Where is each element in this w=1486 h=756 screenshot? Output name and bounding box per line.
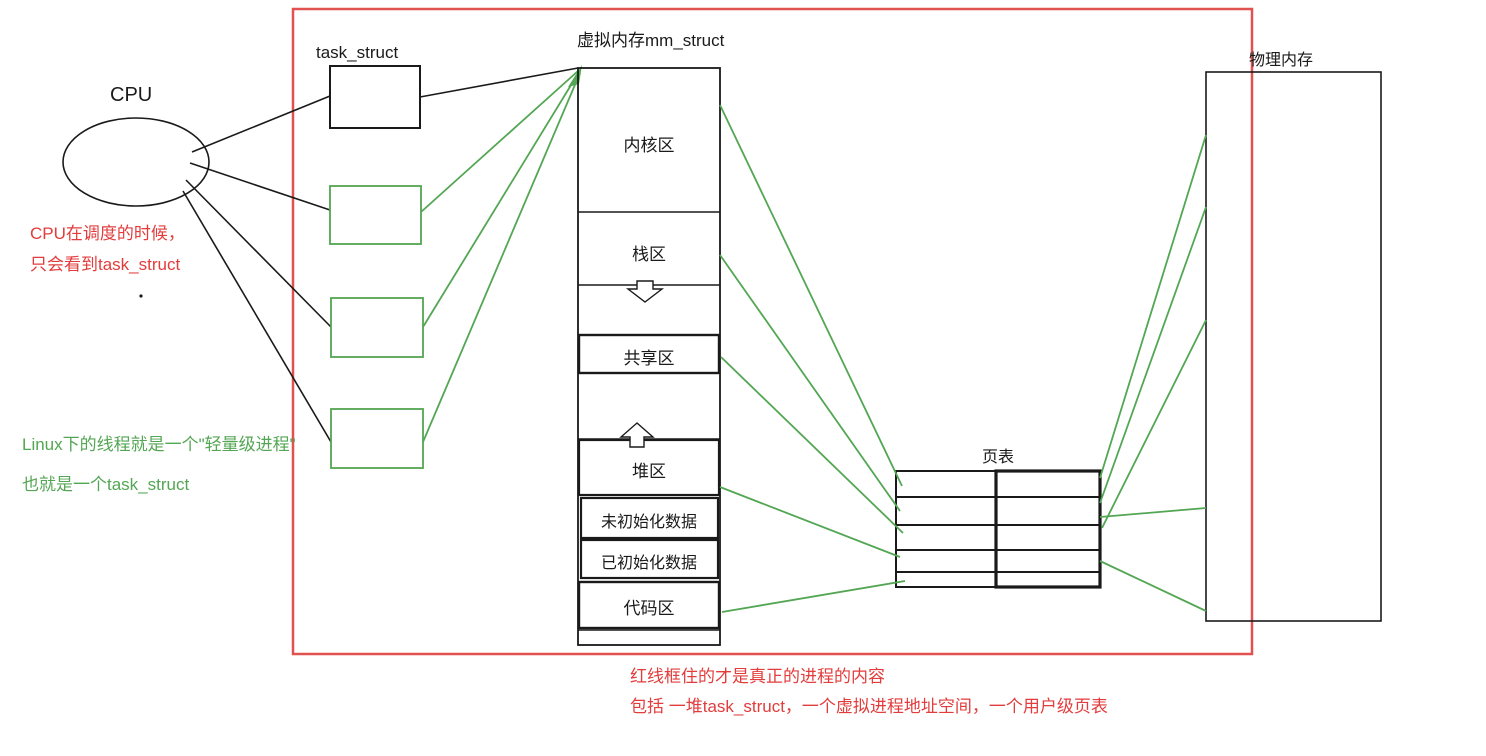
cpu-note-line1: CPU在调度的时候， (30, 224, 185, 243)
vm-section-data: 已初始化数据 (600, 555, 697, 572)
thread-note-line1: Linux下的线程就是一个"轻量级进程" (22, 435, 296, 454)
heap-grow-up-arrow-icon (619, 422, 655, 448)
cpu-label: CPU (110, 84, 153, 106)
vm-section-stack: 栈区 (632, 245, 666, 264)
process-note-line2: 包括 一堆task_struct，一个虚拟进程地址空间，一个用户级页表 (630, 697, 1108, 716)
stack-grow-down-arrow-icon (625, 280, 665, 303)
cpu-to-task-struct-lines (182, 95, 332, 443)
vm-section-bss: 未初始化数据 (600, 514, 697, 531)
page-table-to-physical-lines (1099, 134, 1207, 612)
vm-section-code: 代码区 (623, 599, 675, 618)
task-struct-box-3 (330, 297, 424, 358)
physical-memory-box (1205, 71, 1382, 622)
physical-memory-label: 物理内存 (1248, 52, 1313, 69)
page-table-grid (895, 469, 1102, 589)
process-boundary-red-rect (291, 7, 1254, 656)
vm-section-kernel: 内核区 (623, 136, 675, 155)
thread-note-line2: 也就是一个task_struct (22, 475, 190, 494)
virtual-memory-title: 虚拟内存mm_struct (577, 31, 725, 50)
vm-to-page-table-lines (719, 104, 906, 613)
page-table-label: 页表 (981, 449, 1014, 466)
cpu-ellipse (62, 117, 210, 207)
cpu-note-line2: 只会看到task_struct (30, 255, 181, 274)
task-struct-box-4 (330, 408, 424, 469)
stray-dot (139, 294, 143, 298)
task-struct-box-2 (329, 185, 422, 245)
task-to-vm-green-lines (420, 70, 581, 443)
vm-section-shared: 共享区 (623, 349, 675, 368)
task-struct-box-1 (329, 65, 421, 129)
virtual-memory-box (577, 67, 721, 646)
process-note-line1: 红线框住的才是真正的进程的内容 (630, 667, 885, 686)
task-struct-label: task_struct (316, 43, 399, 62)
task1-to-vm-line (419, 67, 579, 98)
vm-section-heap: 堆区 (632, 462, 666, 481)
